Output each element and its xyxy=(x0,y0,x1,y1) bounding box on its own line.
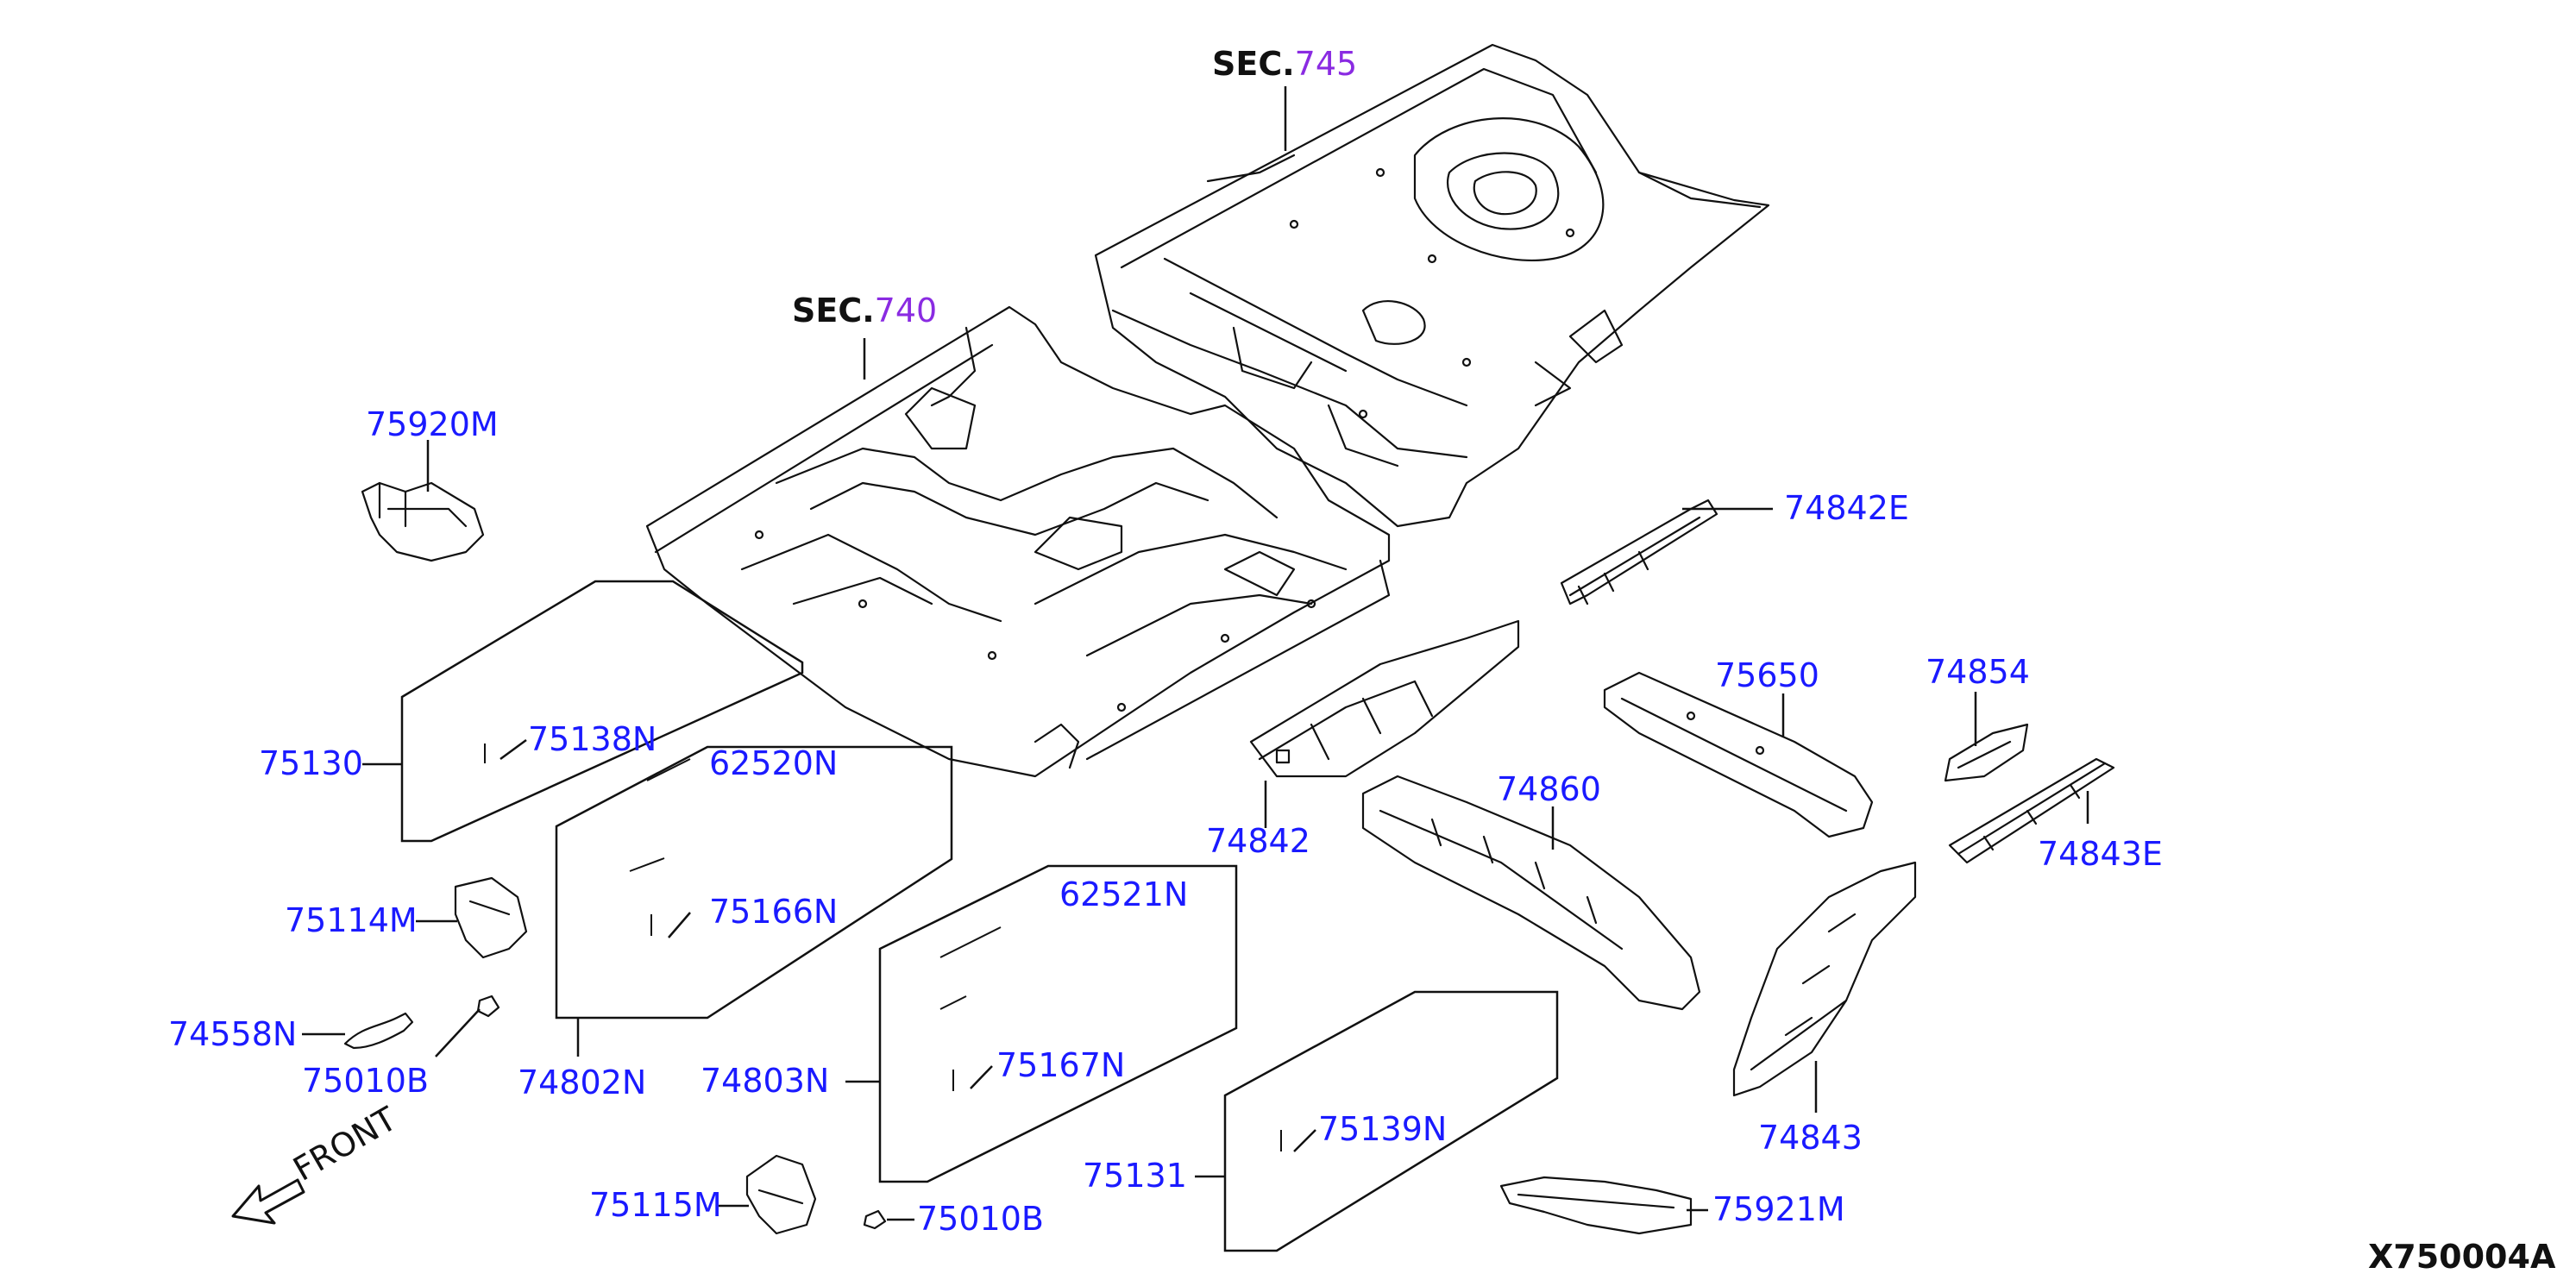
sheet-hatches xyxy=(484,744,1282,1151)
sec-740-prefix: SEC. xyxy=(792,292,875,329)
rear-floor-panel xyxy=(1094,43,1770,528)
label-62521N[interactable]: 62521N xyxy=(1059,875,1188,913)
member-74842E-shape xyxy=(1560,499,1718,605)
sheet-boxes xyxy=(400,580,1559,1252)
label-74854[interactable]: 74854 xyxy=(1926,653,2030,691)
member-74842-shape xyxy=(1249,619,1520,778)
label-62520N[interactable]: 62520N xyxy=(709,744,838,782)
front-arrow-icon xyxy=(231,1178,305,1225)
plug-74558N-shape xyxy=(343,1012,414,1050)
member-75650-shape xyxy=(1603,671,1874,838)
part-labels: 75920M 74842E 75650 74854 74843E 74860 7… xyxy=(168,405,2163,1238)
front-floor-panel xyxy=(645,305,1391,778)
bracket-74854-shape xyxy=(1944,723,2029,782)
label-75010B-bottom[interactable]: 75010B xyxy=(917,1200,1044,1238)
label-75010B-top[interactable]: 75010B xyxy=(302,1062,429,1100)
label-75650[interactable]: 75650 xyxy=(1715,656,1819,694)
diagram-code: X750004A xyxy=(2368,1238,2556,1276)
label-74558N[interactable]: 74558N xyxy=(168,1015,297,1053)
box-75131 xyxy=(1223,990,1559,1252)
box-75130 xyxy=(400,580,804,843)
leader-lines xyxy=(302,86,2089,1221)
bracket-75114M-shape xyxy=(454,876,528,959)
member-74843E-shape xyxy=(1948,757,2115,864)
label-75138N[interactable]: 75138N xyxy=(528,720,657,758)
label-75131[interactable]: 75131 xyxy=(1083,1157,1187,1195)
label-75167N[interactable]: 75167N xyxy=(996,1046,1125,1084)
label-74802N[interactable]: 74802N xyxy=(518,1064,646,1101)
bracket-75921M-shape xyxy=(1499,1176,1693,1235)
box-74802N xyxy=(555,745,953,1020)
sec-740-number: 740 xyxy=(875,292,938,329)
label-74803N[interactable]: 74803N xyxy=(701,1062,829,1100)
sec-740-label: SEC.740 xyxy=(792,292,937,329)
label-75139N[interactable]: 75139N xyxy=(1318,1110,1447,1148)
label-74843E[interactable]: 74843E xyxy=(2038,835,2163,873)
box-74803N xyxy=(878,864,1238,1183)
label-75166N[interactable]: 75166N xyxy=(709,893,838,931)
label-75921M[interactable]: 75921M xyxy=(1712,1190,1845,1228)
svg-text:SEC.740: SEC.740 xyxy=(792,292,937,329)
svg-text:SEC.745: SEC.745 xyxy=(1212,45,1357,83)
bracket-75115M-shape xyxy=(745,1154,817,1235)
front-label: FRONT xyxy=(287,1099,404,1188)
label-75920M[interactable]: 75920M xyxy=(366,405,499,443)
label-74860[interactable]: 74860 xyxy=(1497,770,1601,808)
sec-745-prefix: SEC. xyxy=(1212,45,1295,83)
label-75115M[interactable]: 75115M xyxy=(589,1186,722,1224)
label-74842[interactable]: 74842 xyxy=(1206,822,1310,860)
label-75130[interactable]: 75130 xyxy=(259,744,363,782)
bolt-75010B-bottom-shape xyxy=(863,1209,887,1230)
member-74860-shape xyxy=(1361,775,1701,1011)
label-75114M[interactable]: 75114M xyxy=(285,901,418,939)
label-74843[interactable]: 74843 xyxy=(1758,1119,1863,1157)
label-74842E[interactable]: 74842E xyxy=(1784,489,1909,527)
member-74843-shape xyxy=(1732,861,1917,1097)
sec-745-label: SEC.745 xyxy=(1212,45,1357,83)
sec-745-number: 745 xyxy=(1295,45,1358,83)
bolt-75010B-top-shape xyxy=(476,995,500,1018)
bracket-75920M-shape xyxy=(361,481,485,562)
